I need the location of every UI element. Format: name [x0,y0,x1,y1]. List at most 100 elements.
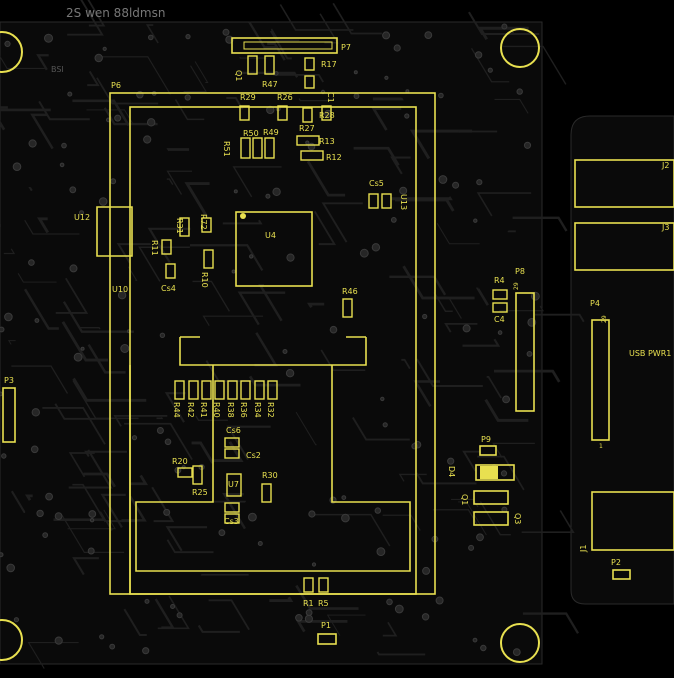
via [70,187,76,193]
via [453,182,459,188]
label-j1: J1 [579,545,588,553]
label-p1: P1 [321,621,331,630]
label-p6: P6 [111,81,121,90]
via [223,29,229,35]
via [90,519,93,522]
label-r34: R34 [253,402,262,418]
label-p2: P2 [611,558,621,567]
via [249,513,257,521]
label-r11: R11 [150,240,159,256]
via [62,143,67,148]
label-r42: R42 [186,402,195,418]
label-c4: C4 [494,315,505,324]
label-r26: R26 [277,93,293,102]
label-u10: U10 [112,285,128,294]
via [45,34,53,42]
trace [169,149,189,150]
via [425,32,432,39]
via [31,446,38,453]
via [110,644,115,649]
label-p3: P3 [4,376,14,385]
label-r38: R38 [226,402,235,418]
via [385,76,388,79]
label-r1: R1 [303,599,314,608]
label-p8-pin: 29 [513,282,520,290]
u4-pin1-marker [240,213,246,219]
label-cs6: Cs6 [226,426,241,435]
label-bsi: BSI [51,65,64,74]
via [469,545,474,550]
label-c1: C1 [326,92,335,103]
label-r41: R41 [199,402,208,418]
via [0,553,3,557]
via [95,54,102,61]
via [502,24,507,29]
label-r4: R4 [494,276,505,285]
via [488,68,492,72]
label-r30: R30 [262,471,278,480]
via [305,615,312,622]
label-u7: U7 [228,480,239,489]
via [0,327,4,332]
label-r13: R13 [319,137,335,146]
trace [459,132,497,133]
via [422,614,428,620]
via [55,637,62,644]
via [2,454,6,458]
via [375,508,380,513]
via [501,471,506,476]
label-p4: P4 [590,299,600,308]
label-cs3: Cs3 [224,517,239,526]
via [306,141,309,144]
label-u4: U4 [265,231,276,240]
label-r20: R20 [172,457,188,466]
via [5,313,13,321]
via [121,345,129,353]
via [177,613,182,618]
via [503,396,510,403]
via [266,194,270,198]
via [35,319,39,323]
label-r27: R27 [299,124,315,133]
via [391,218,396,223]
label-r47: R47 [262,80,278,89]
via [287,254,294,261]
label-q1: Q1 [234,70,243,81]
label-q1b: Q1 [460,494,469,505]
via [439,93,444,98]
label-r40: R40 [212,402,221,418]
via [513,649,520,656]
via [81,347,84,350]
via [132,436,136,440]
via [360,249,368,257]
via [527,352,532,357]
via [55,513,62,520]
via [448,458,454,464]
label-r51: R51 [222,141,231,157]
via [309,511,315,517]
via [381,397,384,400]
label-r29: R29 [240,93,256,102]
label-p8: P8 [515,267,525,276]
via [13,163,21,171]
via [88,548,94,554]
via [354,71,357,74]
label-u13: U13 [399,194,408,210]
via [481,645,486,650]
via [372,244,379,251]
via [29,260,35,266]
via [517,89,522,94]
via [330,326,337,333]
label-usb-pwr: USB PWR1 [629,349,671,358]
via [70,265,77,272]
side-board [571,116,674,604]
via [0,392,2,396]
via [99,198,107,206]
via [68,92,72,96]
label-q3: Q3 [513,513,522,524]
label-r28: R28 [319,111,335,120]
via [436,597,443,604]
via [423,567,430,574]
via [43,533,48,538]
